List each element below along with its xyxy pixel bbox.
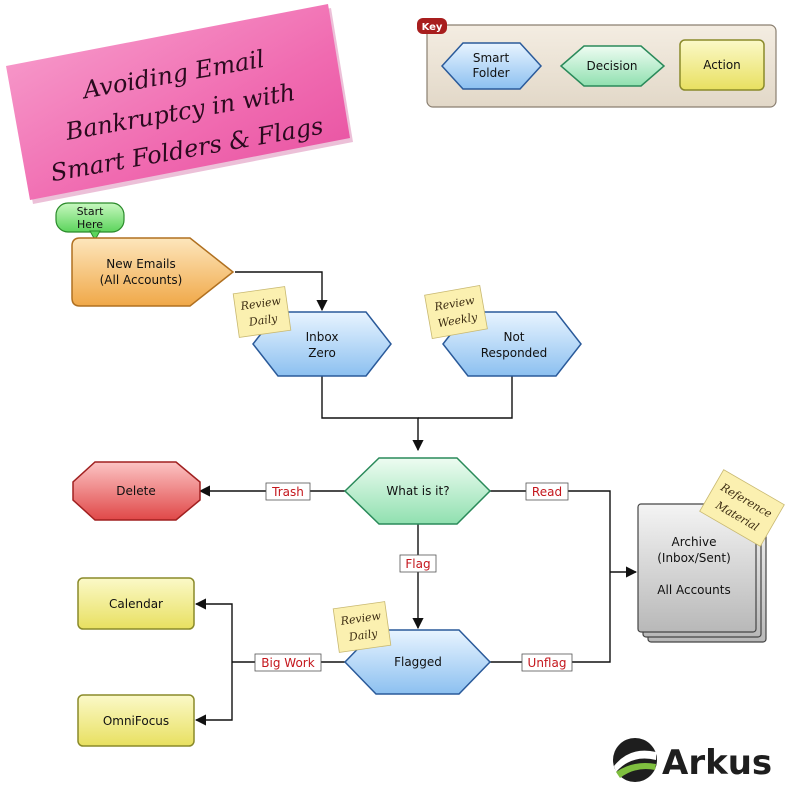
legend-smart-folder-label-1: Smart <box>473 51 510 65</box>
legend-decision-label: Decision <box>586 59 637 73</box>
start-here-line-1: Start <box>77 205 105 218</box>
edge-notresponded-merge <box>418 375 513 419</box>
edge-label-unflag: Unflag <box>521 653 573 672</box>
arkus-logo: Arkus <box>613 738 772 783</box>
edge-label-trash: Trash <box>265 482 311 501</box>
node-omnifocus-label: OmniFocus <box>103 714 169 728</box>
legend-action-shape <box>679 39 765 91</box>
sticky-review-weekly: Review Weekly <box>424 285 488 339</box>
edge-read <box>490 490 611 572</box>
node-new-emails: New Emails (All Accounts) <box>71 237 235 307</box>
edge-label-trash-text: Trash <box>271 485 304 499</box>
legend-smart-folder-label-2: Folder <box>472 66 509 80</box>
edge-calendar <box>194 598 233 662</box>
edge-label-read: Read <box>525 482 569 501</box>
node-archive-line-4: All Accounts <box>657 583 730 597</box>
edge-label-unflag-text: Unflag <box>528 656 567 670</box>
node-what-is-it-label: What is it? <box>386 484 449 498</box>
legend: Key Smart Folder Decision Action <box>417 18 777 108</box>
node-delete: Delete <box>72 461 201 521</box>
title-note: Avoiding Email Bankruptcy in with Smart … <box>6 4 353 204</box>
sticky-review-daily-top: Review Daily <box>232 286 292 338</box>
edge-label-big-work-text: Big Work <box>261 656 314 670</box>
start-here-line-2: Here <box>77 218 103 231</box>
edge-inbox-merge <box>321 375 424 452</box>
sticky-review-daily-bottom-line-2: Daily <box>347 627 379 644</box>
sticky-review-daily-top-line-2: Daily <box>247 312 279 329</box>
legend-smart-folder-shape <box>440 42 543 90</box>
legend-tag-label: Key <box>422 22 443 33</box>
start-here-badge: Start Here <box>55 202 125 242</box>
node-new-emails-line-2: (All Accounts) <box>100 273 183 287</box>
node-calendar: Calendar <box>77 577 195 630</box>
arkus-logo-icon <box>613 738 657 782</box>
node-inbox-zero-line-2: Zero <box>308 346 336 360</box>
arkus-logo-wordmark: Arkus <box>662 743 772 783</box>
sticky-review-daily-bottom: Review Daily <box>332 601 392 653</box>
node-not-responded-line-2: Responded <box>481 346 548 360</box>
node-archive-line-2: (Inbox/Sent) <box>657 551 731 565</box>
sticky-review-daily-bottom-line-1: Review <box>339 609 382 628</box>
edge-unflag <box>490 572 611 663</box>
edge-newemails-inbox <box>235 271 328 312</box>
edge-label-big-work: Big Work <box>254 653 322 672</box>
node-flagged-label: Flagged <box>394 655 442 669</box>
node-archive: Archive (Inbox/Sent) All Accounts <box>637 503 767 643</box>
edge-label-flag: Flag <box>399 554 437 573</box>
edge-omnifocus <box>194 662 233 726</box>
node-delete-label: Delete <box>116 484 155 498</box>
sticky-review-daily-top-line-1: Review <box>239 294 282 313</box>
node-new-emails-line-1: New Emails <box>106 257 176 271</box>
legend-action-label: Action <box>703 58 741 72</box>
node-omnifocus: OmniFocus <box>77 694 195 747</box>
node-inbox-zero-line-1: Inbox <box>306 330 339 344</box>
legend-tag <box>417 18 447 34</box>
node-archive-line-1: Archive <box>672 535 717 549</box>
node-not-responded-line-1: Not <box>503 330 524 344</box>
edge-label-flag-text: Flag <box>405 557 430 571</box>
edge-label-read-text: Read <box>532 485 562 499</box>
node-calendar-label: Calendar <box>109 597 163 611</box>
legend-decision-shape <box>559 45 666 87</box>
node-what-is-it: What is it? <box>343 457 492 525</box>
